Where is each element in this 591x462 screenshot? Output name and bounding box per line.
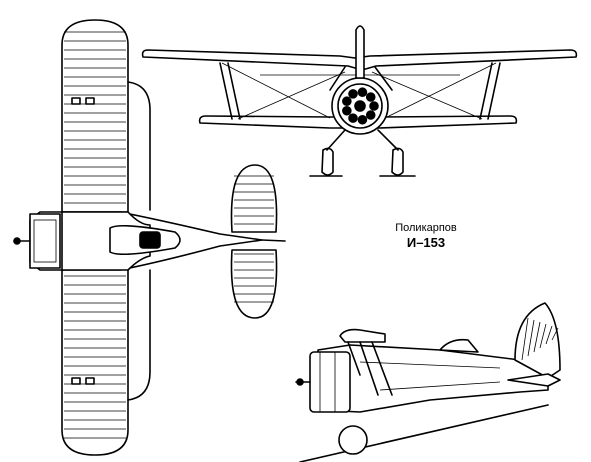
engine-cylinder [365,92,376,102]
rib-line [533,321,541,353]
front-wheel-left [321,147,334,176]
upper-wing-lower-half [61,267,129,456]
rib-line [521,317,529,361]
side-cockpit [439,338,479,353]
engine-cylinder [348,113,358,123]
engine-cylinder [357,114,368,125]
engine-cylinders [342,87,379,125]
side-view [295,302,561,462]
plan-view [13,19,286,456]
ground-line [299,404,549,462]
plan-horizontal-tail-lower [230,249,278,319]
front-view [141,25,578,177]
engine-cylinder [357,87,368,98]
designer-caption: Поликарпов [395,222,457,234]
rib-line [545,325,553,345]
side-cowling [309,351,351,413]
plan-horizontal-tail [230,164,278,233]
engine-cylinder [348,89,358,99]
plan-cowling [29,213,61,269]
upper-wing [61,19,129,213]
side-horizontal-tail [507,373,561,387]
plan-tail-ribs [234,175,274,303]
model-caption: И–153 [406,235,446,250]
engine-cylinder [342,105,352,116]
lower-wing-outline [127,81,151,211]
front-propeller [355,25,365,79]
rib-line [551,327,559,341]
engine-cylinder [365,110,376,120]
plan-wing-ribs [64,31,126,439]
rib-line [527,319,535,357]
lower-wing-outline-b [127,269,151,401]
engine-cylinder [342,96,352,107]
side-tail-ribs [521,317,559,361]
rib-line [539,323,547,349]
plan-seat [139,231,161,249]
side-main-wheel [338,425,368,455]
engine-cylinder [369,101,379,111]
side-upper-wing [339,328,386,343]
front-wheel-right [391,147,404,176]
side-vertical-tail [514,302,561,379]
